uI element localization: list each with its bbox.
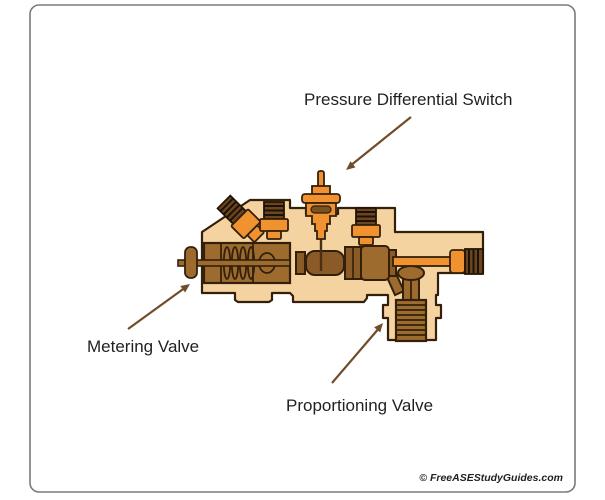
outlet-rod <box>392 256 454 267</box>
frame-border <box>29 4 576 493</box>
proportioning-valve-cap <box>397 265 425 281</box>
label-proportioning-valve: Proportioning Valve <box>286 396 433 415</box>
arrow-to-metering-valve <box>127 284 190 330</box>
site-credit: © FreeASEStudyGuides.com <box>419 472 563 484</box>
metering-valve-pushrod <box>177 259 291 267</box>
brake-line-fitting-left <box>259 201 289 240</box>
callout-arrows <box>127 116 412 384</box>
switch-flange <box>301 193 341 204</box>
pressure-differential-switch <box>301 170 341 271</box>
metering-valve <box>177 241 292 285</box>
brake-line-fitting-right <box>351 207 381 246</box>
switch-contact-slot <box>310 205 332 214</box>
metering-valve-pushrod-cap <box>184 246 198 279</box>
brake-line-fitting-diagonal <box>216 194 265 243</box>
outlet-fitting-right <box>392 248 484 275</box>
arrow-to-pressure-differential-switch <box>346 116 412 170</box>
label-metering-valve: Metering Valve <box>87 337 199 356</box>
label-pressure-differential-switch: Pressure Differential Switch <box>304 90 513 109</box>
piston-assembly <box>295 245 397 281</box>
arrow-to-proportioning-valve <box>331 323 383 384</box>
